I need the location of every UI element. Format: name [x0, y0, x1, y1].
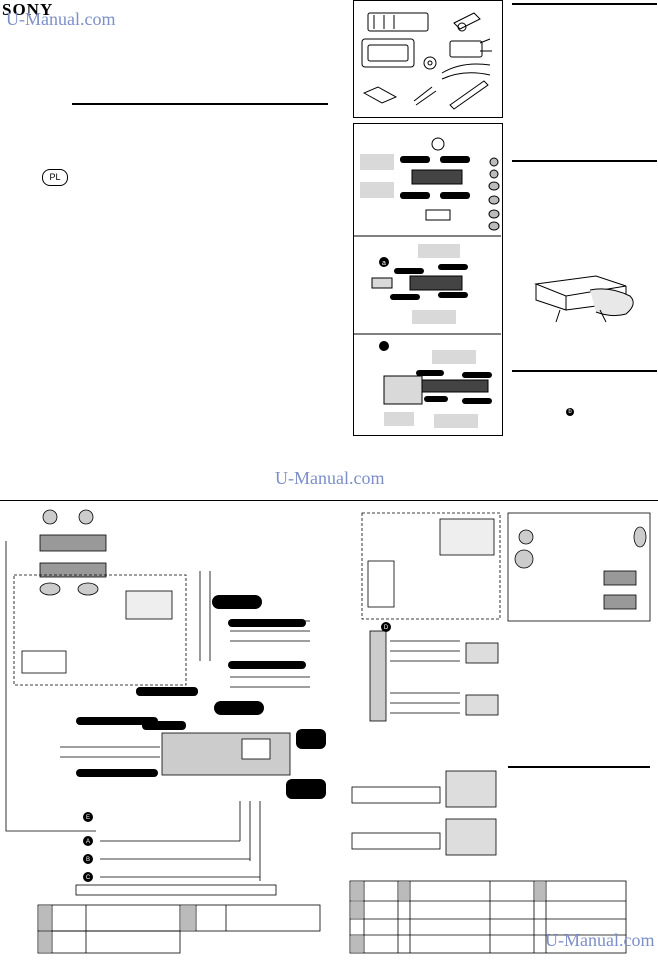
step-marker-b: b: [566, 408, 574, 416]
parts-illustration: [361, 12, 492, 110]
connection-overview-panel: a: [353, 123, 503, 436]
parts-list-panel: [353, 0, 503, 118]
section-divider: [72, 103, 328, 105]
right-divider-3: [512, 370, 657, 372]
right-divider-1: [512, 3, 657, 5]
watermark-bottom: U-Manual.com: [545, 930, 655, 950]
unit-removal-illustration: [530, 260, 640, 330]
connection-overview-diagram: a: [354, 137, 501, 428]
wiring-diagram: D E A B C: [5, 509, 651, 954]
callout-c: C: [86, 875, 91, 881]
callout-d: D: [384, 625, 389, 631]
watermark-top: U-Manual.com: [6, 9, 116, 29]
wiring-diagram-frame: D E A B C: [0, 500, 658, 961]
watermark-middle: U-Manual.com: [275, 468, 385, 488]
language-badge: PL: [42, 169, 68, 186]
marker-a: a: [382, 260, 386, 267]
callout-a: A: [86, 839, 90, 845]
callout-e: E: [86, 815, 90, 821]
callout-b: B: [86, 857, 90, 863]
right-divider-2: [512, 160, 657, 162]
brand-logo: SONY: [2, 0, 54, 19]
